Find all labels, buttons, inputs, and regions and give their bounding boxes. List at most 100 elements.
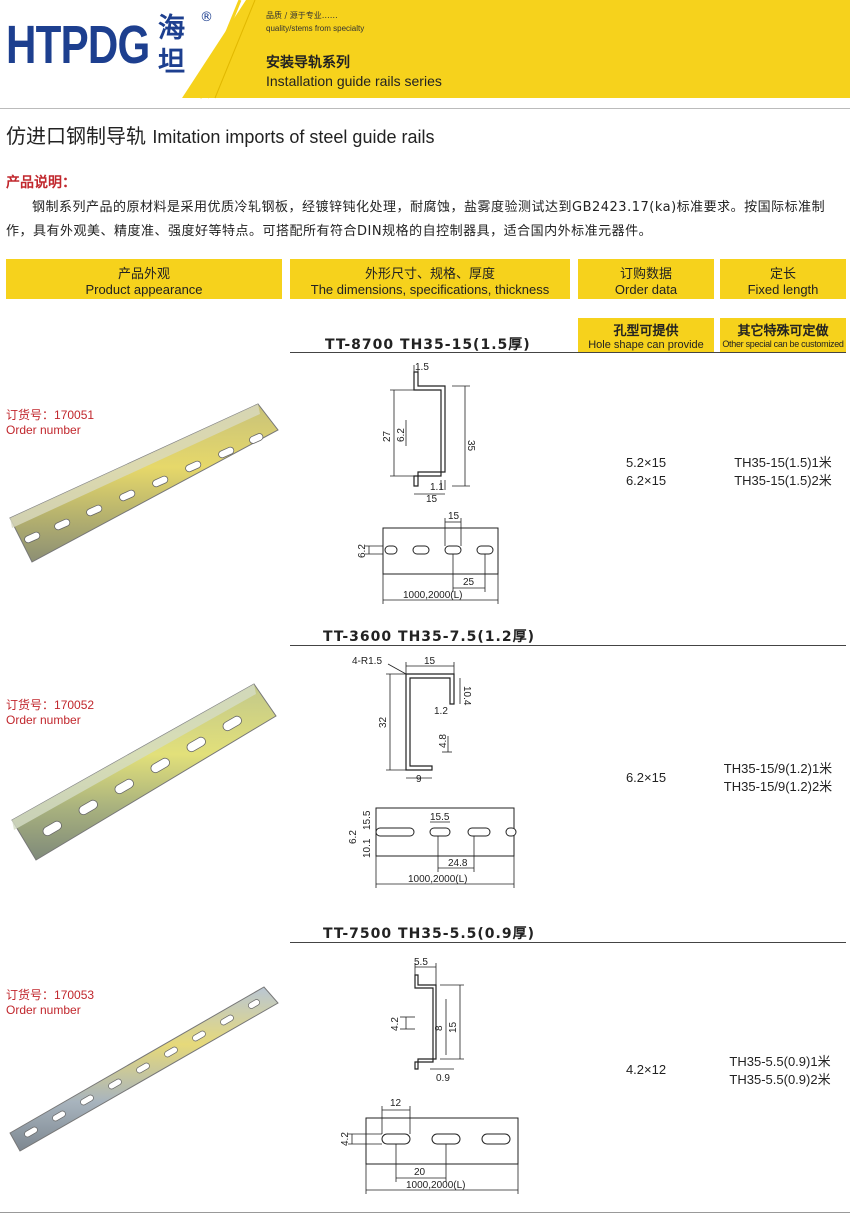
dim-label: 1.5: [415, 362, 429, 373]
dim-label: 6.2: [357, 544, 368, 558]
hole-shape-value: 6.2×15: [625, 770, 667, 785]
order-number: 170051: [54, 408, 95, 422]
column-header-cn: 订购数据: [619, 267, 672, 282]
dim-label: 1.1: [430, 482, 444, 493]
model-label: TT-7500 TH35-5.5(0.9厚): [323, 926, 535, 942]
description-text: 钢制系列产品的原材料是采用优质冷轧钢板，经镀锌钝化处理，耐腐蚀，盐雾度验测试达到…: [6, 200, 826, 239]
length-value: TH35-5.5(0.9)1米: [729, 1054, 831, 1069]
dim-label: 24.8: [448, 858, 468, 869]
subheader-custom: 其它特殊可定做 Other special can be customized: [720, 318, 846, 352]
hole-shape-value: 5.2×15: [625, 455, 667, 470]
column-header-dimensions: 外形尺寸、规格、厚度 The dimensions, specification…: [290, 259, 570, 299]
order-number: 170053: [54, 988, 95, 1002]
dim-label: 12: [390, 1098, 402, 1109]
profile-drawing-2: 4-R1.5 15 32 1.2 10.4 4.8 9: [352, 656, 472, 785]
length-value: TH35-15/9(1.2)1米: [723, 761, 833, 776]
dim-label: 27: [382, 430, 393, 442]
dim-label: 5.5: [414, 957, 428, 968]
dim-label: 4.2: [340, 1132, 351, 1146]
divider: [0, 108, 850, 109]
dim-label: 1000,2000(L): [403, 590, 463, 601]
dim-label: 1.2: [434, 706, 448, 717]
hole-shape-list: 6.2×15: [578, 769, 714, 787]
dim-label: 32: [378, 716, 389, 728]
length-list: TH35-5.5(0.9)1米 TH35-5.5(0.9)2米: [710, 1053, 850, 1089]
page-title-cn: 仿进口钢制导轨: [6, 124, 146, 148]
dim-label: 4.8: [438, 734, 449, 748]
profile-drawing-1: 1.5 27 6.2 35 1.1 15: [382, 362, 476, 505]
dim-label: 10.4: [461, 686, 472, 706]
hole-shape-value: 6.2×15: [625, 473, 667, 488]
dim-label: 4.2: [390, 1017, 401, 1031]
dim-label: 15.5: [362, 810, 373, 830]
brand-logo-cn-top: 海: [158, 13, 185, 44]
column-header-en: Fixed length: [747, 282, 819, 297]
page-title-en: Imitation imports of steel guide rails: [152, 127, 435, 147]
dim-label: 9: [416, 774, 422, 785]
order-number-block: 订货号：170051 Order number: [6, 408, 94, 438]
dim-label: 1000,2000(L): [408, 874, 468, 885]
plan-drawing-1: 15 6.2 25 1000,2000(L): [357, 511, 499, 604]
dim-label: 15: [448, 1021, 459, 1033]
dim-label: 10.1: [362, 838, 373, 858]
column-header-en: Order data: [614, 282, 678, 297]
dim-label: 15: [426, 494, 438, 505]
length-value: TH35-5.5(0.9)2米: [729, 1072, 831, 1087]
description-heading: 产品说明：: [6, 175, 76, 191]
model-label: TT-3600 TH35-7.5(1.2厚): [323, 629, 535, 645]
rail-photo-1: [9, 403, 279, 563]
order-number-block: 订货号：170053 Order number: [6, 988, 94, 1018]
column-header-cn: 产品外观: [117, 267, 170, 282]
header-diagonal-stripes: [198, 0, 256, 99]
profile-drawing-3: 5.5 4.2 8 15 0.9: [390, 957, 464, 1084]
brand-logo: HTPDG: [6, 10, 150, 80]
order-label-en: Order number: [6, 1003, 81, 1017]
hole-shape-value: 4.2×12: [625, 1062, 667, 1077]
order-label-en: Order number: [6, 423, 81, 437]
order-label-cn: 订货号：: [6, 698, 55, 712]
dim-label: 6.2: [396, 428, 407, 442]
brand-logo-cn-bottom: 坦: [158, 47, 185, 78]
subheader-hole-shape: 孔型可提供 Hole shape can provide: [578, 318, 714, 352]
subheader-cn: 孔型可提供: [613, 324, 679, 339]
dim-label: 35: [465, 440, 476, 452]
order-label-cn: 订货号：: [6, 408, 55, 422]
page-title: 仿进口钢制导轨 Imitation imports of steel guide…: [6, 120, 434, 149]
slogan-cn: 品质 / 源于专业……: [266, 11, 338, 20]
column-header-cn: 定长: [769, 267, 796, 282]
row-rule: [290, 352, 846, 353]
dim-label: 4-R1.5: [352, 656, 382, 667]
hole-shape-list: 5.2×15 6.2×15: [578, 454, 714, 490]
rail-photo-2: [11, 683, 277, 861]
dim-label: 15: [448, 511, 460, 522]
order-label-en: Order number: [6, 713, 81, 727]
series-title-en: Installation guide rails series: [266, 73, 442, 89]
brand-logo-latin: HTPDG: [6, 15, 150, 75]
dim-label: 15: [424, 656, 436, 667]
length-list: TH35-15(1.5)1米 TH35-15(1.5)2米: [716, 454, 850, 490]
subheader-en: Other special can be customized: [722, 339, 844, 349]
order-label-cn: 订货号：: [6, 988, 55, 1002]
subheader-cn: 其它特殊可定做: [737, 324, 829, 339]
registered-mark: ®: [200, 10, 213, 25]
plan-drawing-2: 15.5 6.2 10.1 15.5 24.8 1000,2000(L): [348, 807, 517, 888]
slogan-en: quality/stems from specialty: [266, 24, 365, 33]
column-header-order-data: 订购数据 Order data: [578, 259, 714, 299]
dim-label: 8: [434, 1025, 445, 1031]
row-rule: [290, 645, 846, 646]
length-value: TH35-15(1.5)1米: [734, 455, 832, 470]
dim-label: 15.5: [430, 812, 450, 823]
dim-label: 25: [463, 577, 475, 588]
dim-label: 0.9: [436, 1073, 450, 1084]
order-number: 170052: [54, 698, 95, 712]
series-title-cn: 安装导轨系列: [266, 55, 350, 71]
dim-label: 1000,2000(L): [406, 1180, 466, 1191]
dim-label: 6.2: [348, 830, 359, 844]
order-number-block: 订货号：170052 Order number: [6, 698, 94, 728]
bottom-divider: [0, 1212, 850, 1213]
column-header-appearance: 产品外观 Product appearance: [6, 259, 282, 299]
hole-shape-list: 4.2×12: [578, 1061, 714, 1079]
column-header-en: The dimensions, specifications, thicknes…: [310, 282, 550, 297]
model-label: TT-8700 TH35-15(1.5厚): [325, 337, 531, 353]
row-rule: [290, 942, 846, 943]
